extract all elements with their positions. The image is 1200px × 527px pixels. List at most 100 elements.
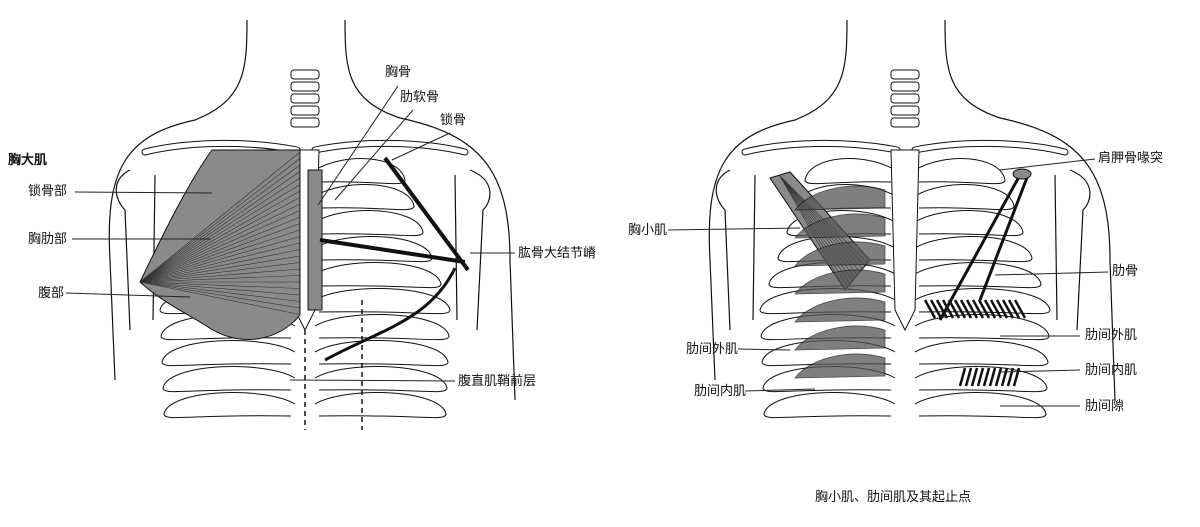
hatch-internal-intercostal [958,367,967,387]
rib-right [914,366,1048,393]
muscle-fiber [139,262,301,283]
label-clavicular-part: 锁骨部 [28,184,68,199]
rib-right [914,392,1047,419]
muscle-fiber [139,151,301,283]
cervical-vertebra [290,117,320,128]
hatch-external-intercostal [959,299,973,319]
hatch-internal-intercostal [988,367,997,387]
clavicle-left-fill [742,140,900,155]
rib-right [314,262,442,289]
rib-right [314,340,449,367]
rib-right [314,314,450,341]
body-outline-right [344,19,516,401]
label-costal-cartilage: 肋软骨 [400,90,440,105]
hatch-internal-intercostal [976,367,985,387]
muscle-fiber [139,281,301,289]
hatch-external-intercostal [1007,299,1021,319]
rib-left [162,366,296,393]
rib-left [161,340,296,367]
body-outline-left [708,19,848,381]
humerus-right [454,169,491,331]
sternum [890,149,920,332]
rib-right [914,158,1006,185]
hatch-external-intercostal [965,299,979,319]
body-outline-right [944,19,1116,401]
muscle-fiber [139,236,301,283]
muscle-fiber [139,210,301,283]
rib-right [914,262,1042,289]
intercostal-muscle-left [794,269,886,295]
body-outline-left [108,19,248,381]
cervical-vertebra [290,93,320,104]
muscle-fiber [139,203,301,283]
humerus-left [715,169,756,331]
label-sternocostal-part: 胸肋部 [28,232,68,247]
muscle-fiber [139,229,301,283]
intercostal-muscle-left [794,185,886,211]
clavicle-right-fill [312,140,468,155]
hatch-internal-intercostal [964,367,973,387]
label-internal-intercostal-left: 肋间内肌 [694,384,747,399]
cervical-vertebra [890,69,920,80]
cervical-vertebra [890,117,920,128]
muscle-fiber [139,249,301,283]
label-crest-greater-tubercle: 肱骨大结节嵴 [518,246,597,261]
hatch-external-intercostal [953,299,967,319]
muscle-fiber [139,197,301,283]
sternum-attachment [307,169,323,311]
label-clavicle: 锁骨 [440,113,467,128]
pectoralis-major-muscle [139,149,301,340]
clavicle-right-fill [912,140,1068,155]
hatch-external-intercostal [935,299,949,319]
cervical-vertebra [890,93,920,104]
muscle-fiber [139,281,301,302]
muscle-fiber [139,223,301,283]
intercostal-muscle-left [794,325,886,351]
hatch-internal-intercostal [1006,367,1015,387]
label-pectoralis-minor: 胸小肌 [628,223,668,238]
label-rib: 肋骨 [1112,264,1139,279]
cervical-vertebra [290,105,320,116]
rib-right [914,340,1049,367]
label-abdominal-part: 腹部 [38,286,65,301]
hatch-external-intercostal [941,299,955,319]
label-external-intercostal-right: 肋间外肌 [1085,328,1138,343]
hatch-external-intercostal [995,299,1009,319]
rib-right [314,288,451,315]
muscle-fiber [139,281,301,309]
rib-right [314,210,424,237]
muscle-fiber [139,281,301,315]
insertion-line [319,238,466,264]
pectoralis-major-figure [108,19,516,430]
leader-lines [65,85,1109,407]
intercostal-muscle-left [794,353,886,379]
rib-right [314,158,406,185]
clavicle-left-fill [142,140,300,155]
rib-left [763,392,896,419]
hatch-internal-intercostal [994,367,1003,387]
muscle-fiber [139,275,301,283]
hatch-external-intercostal [929,299,943,319]
muscle-fiber [139,242,301,283]
label-internal-intercostal-right: 肋间内肌 [1085,363,1138,378]
rib-right [914,210,1024,237]
hatch-internal-intercostal [1012,367,1021,387]
intercostal-muscle-left [794,213,886,239]
hatch-external-intercostal [971,299,985,319]
intercostal-muscle-left [794,297,886,323]
humerus-left [115,169,156,331]
muscle-fiber [139,177,301,283]
muscle-fiber [139,171,301,283]
label-coracoid-process: 肩胛骨喙突 [1098,151,1164,166]
rib-right [914,184,1015,211]
pectoralis-minor-insertion [938,174,1030,321]
cervical-vertebra [890,105,920,116]
rib-right [914,236,1033,263]
hatch-internal-intercostal [970,367,979,387]
rib-left [804,158,896,185]
muscle-fiber [139,158,301,283]
intercostal-muscle-left [794,241,886,267]
pectoralis-minor-intercostal-figure [708,19,1116,419]
